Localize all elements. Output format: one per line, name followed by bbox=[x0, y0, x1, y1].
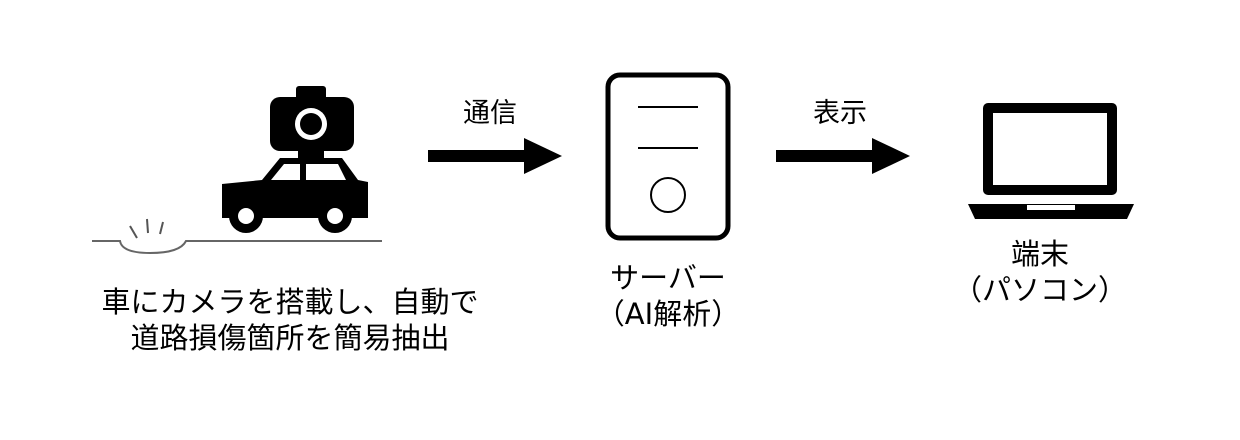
server-icon bbox=[605, 72, 731, 241]
car-caption-line2: 道路損傷箇所を簡易抽出 bbox=[130, 321, 450, 355]
server-caption: サーバー （AI解析） bbox=[548, 260, 788, 332]
pc-caption-line2: （パソコン） bbox=[952, 273, 1127, 307]
car-caption-line1: 車にカメラを搭載し、自動で bbox=[101, 285, 479, 319]
pc-caption: 端末 （パソコン） bbox=[920, 236, 1160, 308]
car-caption: 車にカメラを搭載し、自動で 道路損傷箇所を簡易抽出 bbox=[40, 284, 540, 356]
pothole-icon bbox=[92, 218, 382, 255]
car-icon bbox=[222, 158, 368, 233]
arrow-right-icon bbox=[428, 138, 562, 174]
server-caption-line2: （AI解析） bbox=[595, 297, 741, 331]
pc-caption-line1: 端末 bbox=[1010, 237, 1069, 271]
edge-label-display: 表示 bbox=[813, 98, 867, 129]
camera-icon bbox=[270, 86, 354, 158]
laptop-icon bbox=[968, 103, 1134, 219]
arrow-right-icon bbox=[776, 138, 910, 174]
server-caption-line1: サーバー bbox=[610, 261, 726, 295]
edge-label-communication: 通信 bbox=[463, 98, 517, 129]
